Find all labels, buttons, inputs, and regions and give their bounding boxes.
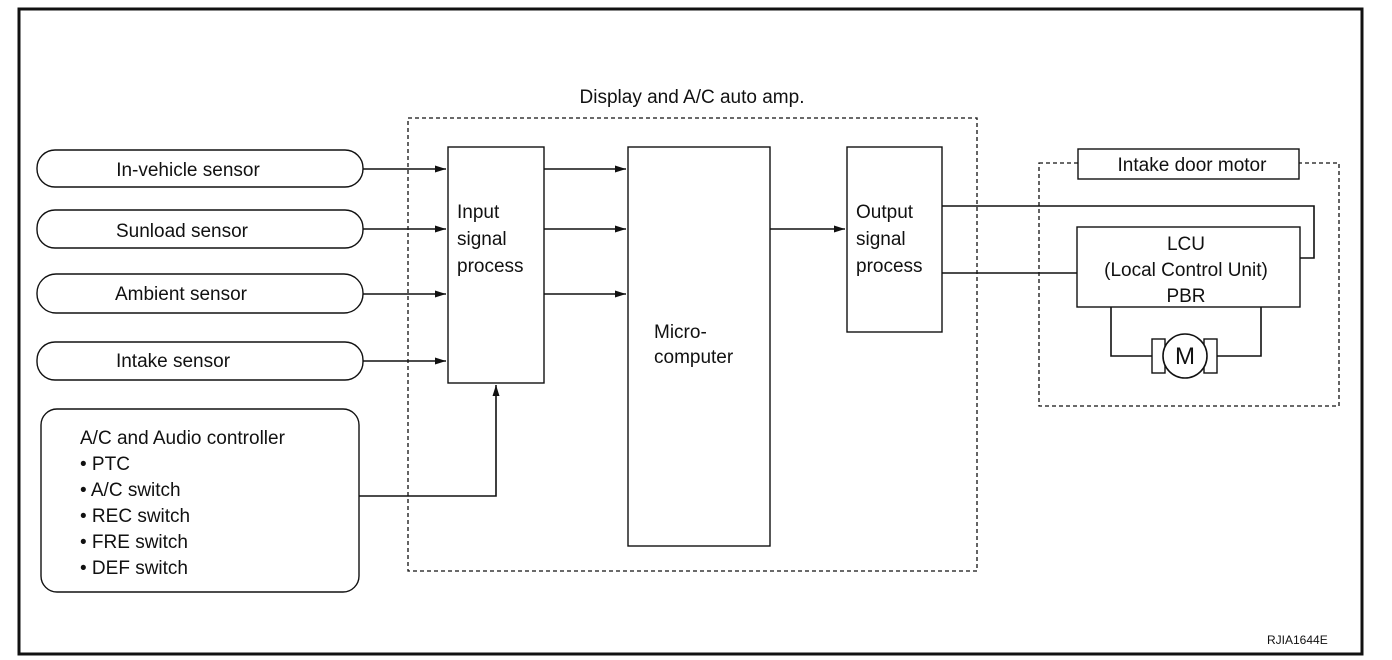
- lcu-label: PBR: [1166, 286, 1205, 307]
- output-signal-process-block: Output signal process: [846, 146, 943, 333]
- controller-item: • REC switch: [80, 506, 190, 527]
- controller-item: • A/C switch: [80, 480, 181, 501]
- motor-label: M: [1175, 343, 1195, 370]
- lcu-label: LCU: [1167, 234, 1205, 255]
- wire-motor-left: [1110, 307, 1152, 357]
- block-label: signal: [457, 229, 507, 250]
- sensor-label: Intake sensor: [116, 351, 231, 372]
- controller-item: • FRE switch: [80, 532, 188, 553]
- intake-motor-title: Intake door motor: [1118, 155, 1268, 176]
- input-signal-process-block: Input signal process: [447, 146, 545, 384]
- sensor-label: Ambient sensor: [115, 284, 248, 305]
- block-label: Input: [457, 202, 500, 223]
- block-label: process: [856, 256, 923, 277]
- intake-motor-title-box: [1077, 148, 1300, 180]
- sensor-intake: Intake sensor: [36, 341, 364, 381]
- sensor-ambient: Ambient sensor: [36, 273, 364, 314]
- figure-id: RJIA1644E: [1267, 633, 1328, 647]
- arrow-controller: [359, 385, 500, 497]
- lcu-block: LCU (Local Control Unit) PBR: [1076, 226, 1301, 308]
- wire-motor-right: [1216, 307, 1262, 357]
- block-label: computer: [654, 347, 734, 368]
- sensor-label: In-vehicle sensor: [116, 160, 260, 181]
- block-label: Output: [856, 202, 914, 223]
- block-label: signal: [856, 229, 906, 250]
- block-label: process: [457, 256, 524, 277]
- wire-output-top: [942, 205, 1315, 259]
- sensor-label: Sunload sensor: [116, 221, 249, 242]
- motor-symbol: M: [1151, 333, 1218, 379]
- sensor-sunload: Sunload sensor: [36, 209, 364, 249]
- sensor-in-vehicle: In-vehicle sensor: [36, 149, 364, 188]
- figure-frame: [17, 7, 1364, 656]
- microcomputer-block: Micro- computer: [627, 146, 771, 547]
- controller-item: • PTC: [80, 454, 130, 475]
- amp-title: Display and A/C auto amp.: [580, 87, 805, 108]
- controller-item: • DEF switch: [80, 558, 188, 579]
- block-label: Micro-: [654, 322, 707, 343]
- ac-audio-controller: A/C and Audio controller • PTC • A/C swi…: [40, 408, 360, 593]
- lcu-label: (Local Control Unit): [1104, 260, 1268, 281]
- controller-title: A/C and Audio controller: [80, 428, 286, 449]
